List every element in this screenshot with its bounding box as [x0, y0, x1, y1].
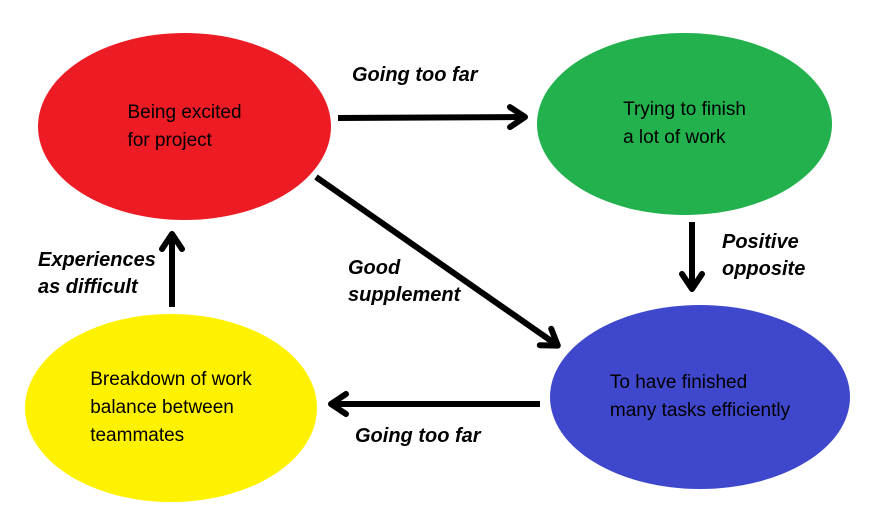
node-trying-to-finish-a-lot-of-work: Trying to finish a lot of work	[537, 33, 832, 215]
node-being-excited-for-project: Being excited for project	[38, 33, 331, 220]
node-text-line: To have finished	[609, 372, 748, 393]
edge-label-positive-opposite: Positive opposite	[722, 229, 805, 283]
edge-label-line: Going too far	[352, 64, 478, 86]
node-text-line: balance between	[90, 397, 234, 418]
node-text-line: for project	[127, 129, 212, 151]
node-text-line: teammates	[90, 425, 185, 446]
node-text-line: a lot of work	[623, 127, 726, 148]
node-finished-tasks-label: To have finished many tasks efficiently	[610, 369, 790, 425]
node-trying-to-finish-label: Trying to finish a lot of work	[623, 96, 746, 152]
edge-label-going-too-far-top: Going too far	[352, 62, 478, 89]
node-text-line: many tasks efficiently	[609, 400, 791, 421]
edge-label-going-too-far-bottom: Going too far	[355, 423, 481, 450]
node-to-have-finished-many-tasks: To have finished many tasks efficiently	[550, 305, 850, 489]
edge-label-experiences-as-difficult: Experiences as difficult	[38, 247, 156, 301]
edge-label-line: opposite	[722, 258, 806, 280]
edge-label-line: as difficult	[38, 276, 138, 298]
node-text-line: Trying to finish	[623, 99, 746, 120]
arrow-red-to-blue	[314, 174, 561, 349]
edge-label-line: Experiences	[38, 249, 156, 271]
node-text-line: Breakdown of work	[90, 369, 252, 390]
node-being-excited-label: Being excited for project	[127, 99, 241, 155]
node-breakdown-of-work-balance: Breakdown of work balance between teamma…	[25, 314, 317, 502]
edge-label-line: Going too far	[355, 425, 481, 447]
arrow-red-to-green	[337, 104, 528, 131]
node-text-line: Being excited	[127, 101, 242, 123]
edge-label-good-supplement: Good supplement	[348, 255, 460, 309]
edge-label-line: Good	[348, 257, 401, 279]
edge-label-line: supplement	[348, 284, 461, 306]
edge-label-line: Positive	[722, 231, 799, 253]
node-breakdown-label: Breakdown of work balance between teamma…	[90, 366, 252, 450]
